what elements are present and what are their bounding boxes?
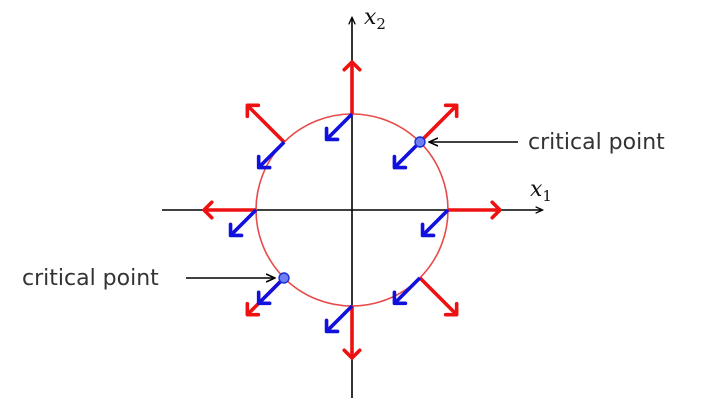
gradient-arrows — [202, 60, 502, 360]
inward-arrow-45 — [392, 140, 422, 170]
inward-arrow-270 — [324, 304, 354, 334]
outward-arrow-0 — [448, 200, 502, 220]
outward-arrow-45 — [418, 103, 459, 144]
inward-arrow-225 — [256, 276, 286, 306]
outward-arrow-270 — [342, 306, 362, 360]
y-axis-label: x2 — [364, 5, 386, 33]
outward-arrow-180 — [202, 200, 256, 220]
critical-point-label-left: critical point — [22, 266, 159, 291]
critical-point-marker-upper-right — [414, 136, 426, 148]
critical-point-label-right: critical point — [528, 130, 665, 155]
inward-arrow-180 — [228, 208, 258, 238]
outward-arrow-90 — [342, 60, 362, 114]
outward-arrow-135 — [245, 103, 286, 144]
inward-arrow-315 — [392, 276, 422, 306]
inward-arrow-0 — [420, 208, 450, 238]
outward-arrow-315 — [418, 276, 459, 317]
inward-arrow-90 — [324, 112, 354, 142]
x-axis-label: x1 — [530, 177, 552, 205]
inward-arrow-135 — [256, 140, 286, 170]
critical-point-marker-lower-left — [278, 272, 290, 284]
